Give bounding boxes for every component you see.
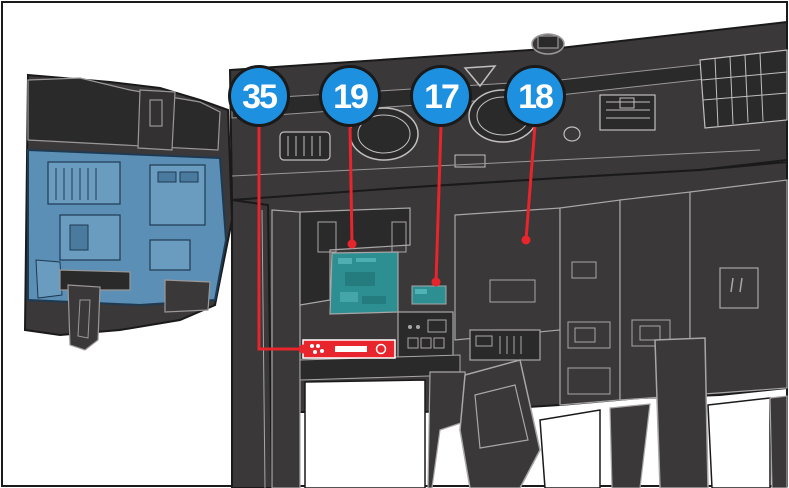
leader-endpoint-35 bbox=[299, 345, 308, 354]
callout-18: 18 bbox=[504, 65, 566, 127]
callout-17: 17 bbox=[410, 65, 472, 127]
leader-endpoint-17 bbox=[432, 278, 441, 287]
callout-number: 17 bbox=[424, 78, 459, 116]
leader-endpoint-18 bbox=[522, 236, 531, 245]
callout-number: 18 bbox=[518, 78, 553, 116]
callout-number: 35 bbox=[242, 78, 277, 116]
screen-17 bbox=[412, 286, 446, 304]
side-module bbox=[25, 75, 232, 350]
callout-19: 19 bbox=[319, 65, 381, 127]
callout-35: 35 bbox=[228, 65, 290, 127]
leader-endpoint-19 bbox=[348, 240, 357, 249]
main-dashboard bbox=[232, 162, 787, 488]
callout-number: 19 bbox=[333, 78, 368, 116]
